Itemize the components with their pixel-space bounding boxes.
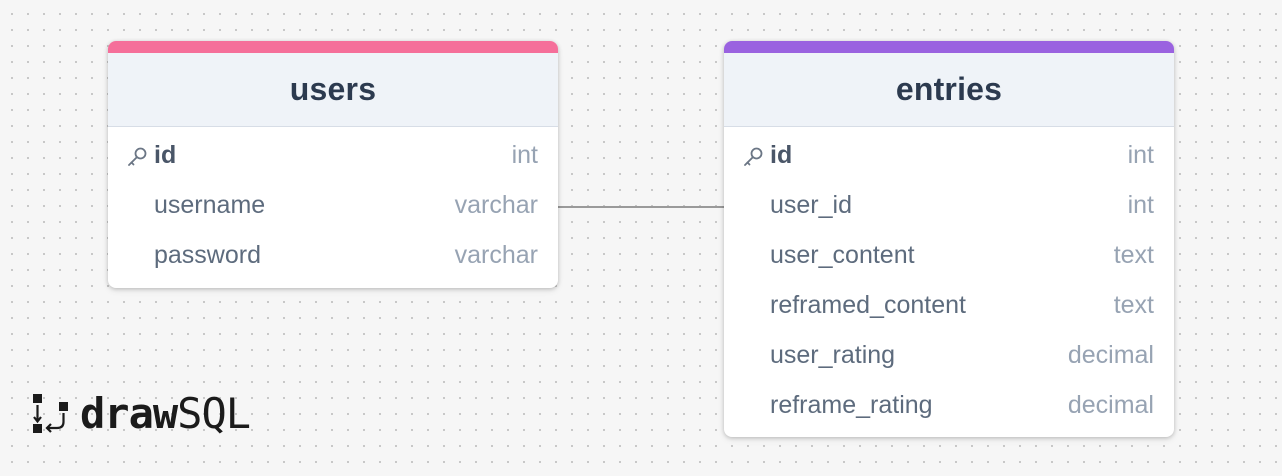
drawsql-logo: drawSQL xyxy=(32,389,251,438)
column-name: username xyxy=(154,190,266,219)
users-table-header[interactable]: users xyxy=(108,53,558,127)
drawsql-logo-text: drawSQL xyxy=(80,389,251,438)
column-name: id xyxy=(154,140,177,169)
users-table-name: users xyxy=(289,71,377,107)
column-type: int xyxy=(1127,190,1154,219)
entries-column-user-id[interactable]: user_id int xyxy=(724,180,1174,230)
users-column-id[interactable]: id int xyxy=(108,130,558,180)
column-name: id xyxy=(770,140,793,169)
users-table[interactable]: users id int username varchar password v… xyxy=(108,41,558,288)
entries-column-user-rating[interactable]: user_rating decimal xyxy=(724,330,1174,380)
entries-column-reframe-rating[interactable]: reframe_rating decimal xyxy=(724,380,1174,430)
drawsql-logo-icon xyxy=(33,394,68,433)
column-type: text xyxy=(1113,240,1154,269)
column-type: decimal xyxy=(1067,390,1154,419)
relationship-line-users-entries[interactable] xyxy=(558,206,724,208)
column-name: user_id xyxy=(770,190,852,219)
column-type: int xyxy=(1127,140,1154,169)
entries-table-name: entries xyxy=(895,71,1003,107)
users-column-username[interactable]: username varchar xyxy=(108,180,558,230)
column-type: varchar xyxy=(454,240,538,269)
users-columns: id int username varchar password varchar xyxy=(108,127,558,280)
logo-draw-text: draw xyxy=(80,389,178,438)
key-icon xyxy=(128,147,147,166)
entries-table-header[interactable]: entries xyxy=(724,53,1174,127)
users-table-accent xyxy=(108,41,558,53)
column-type: text xyxy=(1113,290,1154,319)
entries-column-id[interactable]: id int xyxy=(724,130,1174,180)
column-name: password xyxy=(154,240,261,269)
column-name: reframed_content xyxy=(770,290,966,319)
entries-column-reframed-content[interactable]: reframed_content text xyxy=(724,280,1174,330)
column-name: reframe_rating xyxy=(770,390,933,419)
column-type: int xyxy=(511,140,538,169)
column-name: user_content xyxy=(770,240,915,269)
column-name: user_rating xyxy=(770,340,896,369)
entries-table-accent xyxy=(724,41,1174,53)
entries-column-user-content[interactable]: user_content text xyxy=(724,230,1174,280)
logo-sql-text: SQL xyxy=(177,389,251,438)
column-type: decimal xyxy=(1067,340,1154,369)
users-column-password[interactable]: password varchar xyxy=(108,230,558,280)
entries-columns: id int user_id int user_content text ref… xyxy=(724,127,1174,430)
column-type: varchar xyxy=(454,190,538,219)
key-icon xyxy=(744,147,763,166)
entries-table[interactable]: entries id int user_id int user_content … xyxy=(724,41,1174,437)
